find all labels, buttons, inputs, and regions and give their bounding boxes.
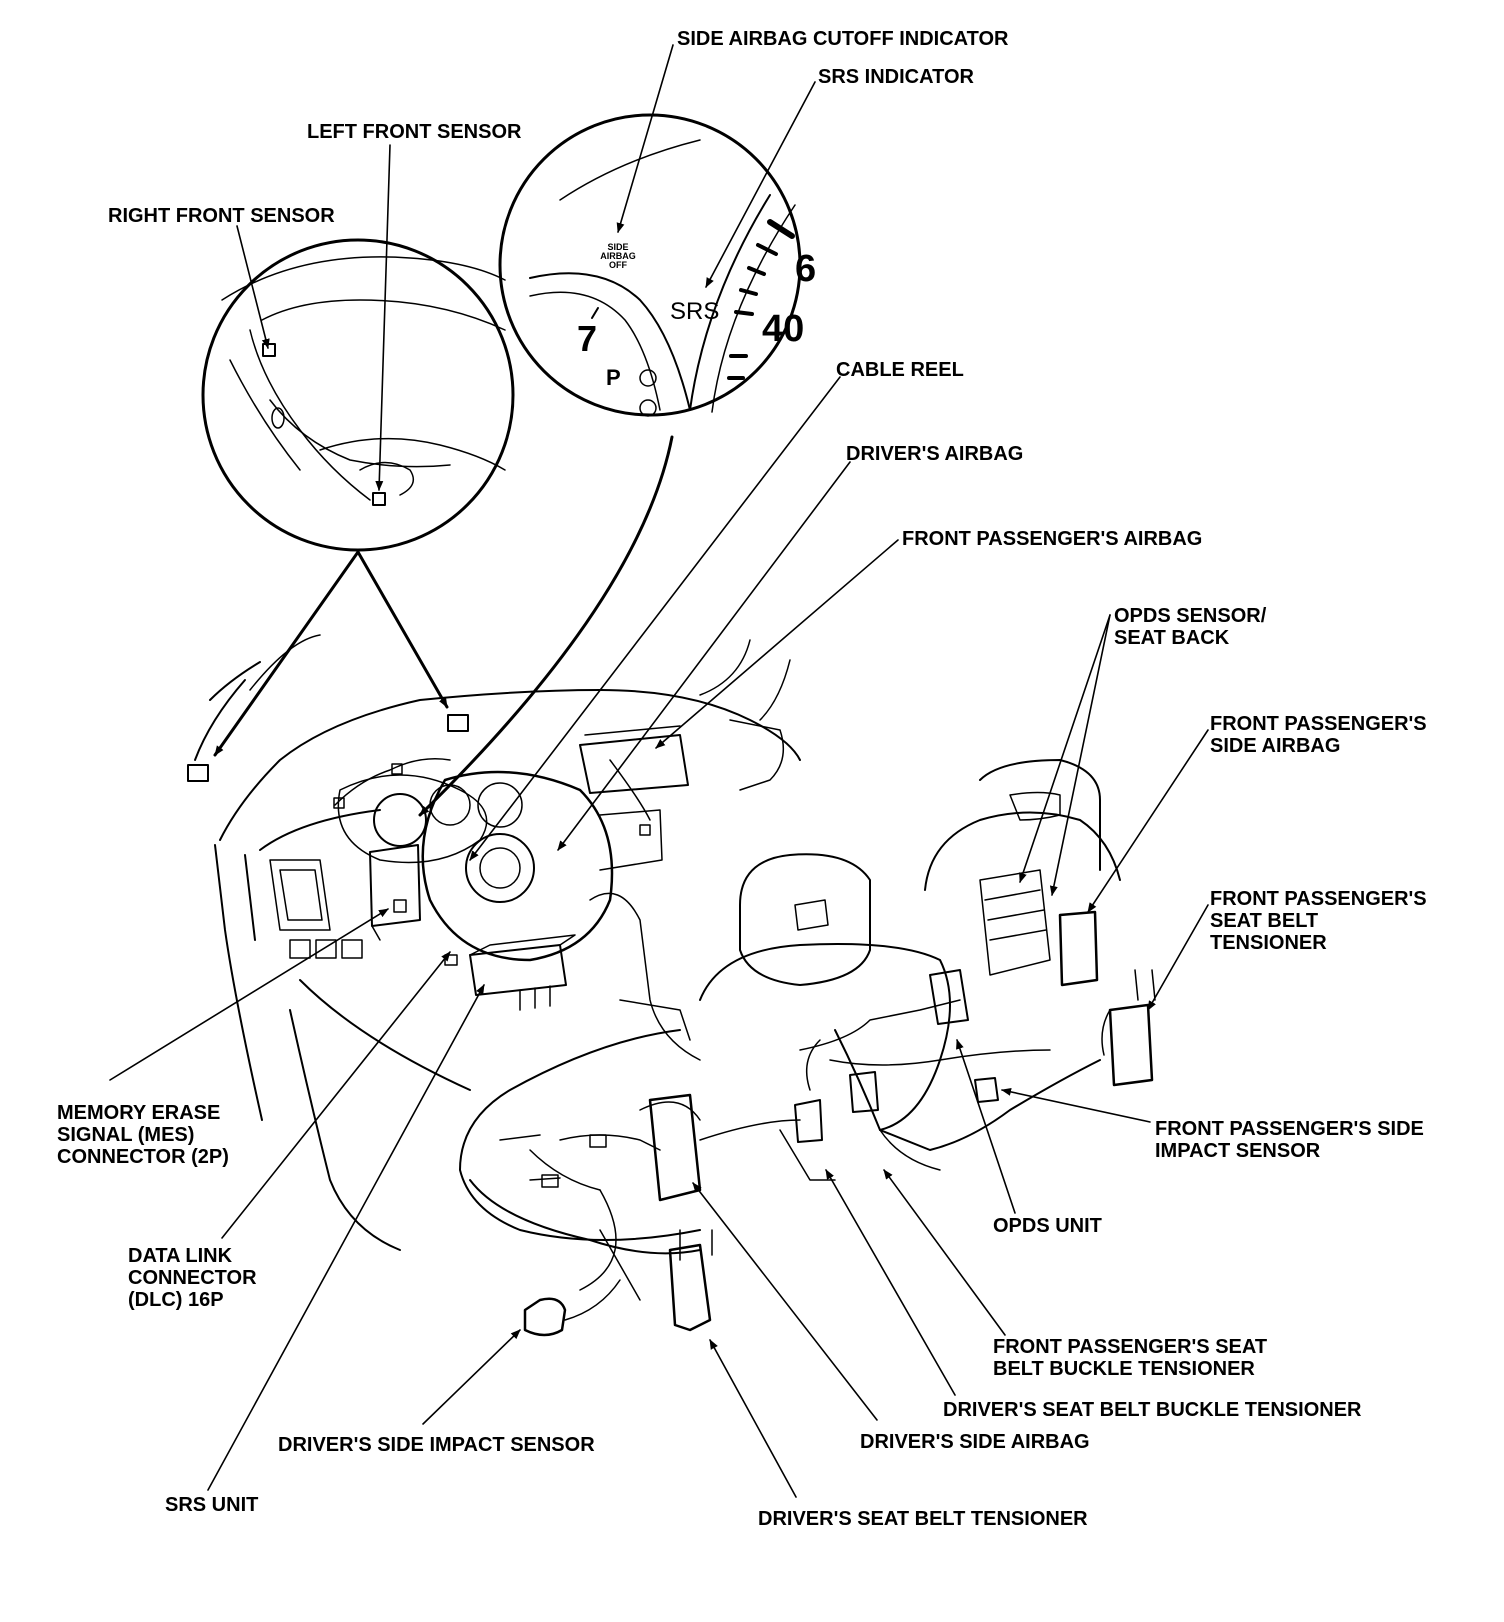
label-fp-sbt-line3: TENSIONER: [1210, 932, 1327, 954]
gauge-side-text: SIDE: [607, 242, 629, 252]
label-left-front-sensor: LEFT FRONT SENSOR: [307, 121, 522, 143]
label-front-passengers-side-airbag: FRONT PASSENGER'S SIDE AIRBAG: [1210, 713, 1427, 757]
gauge-tach-7: 7: [577, 318, 598, 359]
label-fp-side-airbag-line1: FRONT PASSENGER'S: [1210, 713, 1427, 735]
label-opds-sensor-line2: SEAT BACK: [1114, 627, 1230, 649]
label-right-front-sensor: RIGHT FRONT SENSOR: [108, 205, 335, 227]
label-cable-reel: CABLE REEL: [836, 359, 964, 381]
label-opds-sensor-line1: OPDS SENSOR/: [1114, 605, 1267, 627]
label-dlc-line3: (DLC) 16P: [128, 1289, 224, 1311]
label-memory-erase-signal-connector: MEMORY ERASE SIGNAL (MES) CONNECTOR (2P): [57, 1102, 229, 1168]
label-front-passengers-side-impact-sensor: FRONT PASSENGER'S SIDE IMPACT SENSOR: [1155, 1118, 1424, 1162]
leader-lines: [109, 44, 1209, 1498]
label-fp-sbt-line2: SEAT BELT: [1210, 910, 1319, 932]
gauge-tach-6: 6: [795, 248, 817, 290]
label-drivers-airbag: DRIVER'S AIRBAG: [846, 443, 1024, 465]
label-opds-unit: OPDS UNIT: [993, 1215, 1102, 1237]
label-srs-indicator: SRS INDICATOR: [818, 66, 974, 88]
label-mes-line1: MEMORY ERASE: [57, 1102, 221, 1124]
gauge-side-airbag-off-text: SIDE AIRBAG OFF: [598, 243, 638, 270]
label-data-link-connector: DATA LINK CONNECTOR (DLC) 16P: [128, 1245, 257, 1311]
label-front-passengers-airbag: FRONT PASSENGER'S AIRBAG: [902, 528, 1203, 550]
label-opds-sensor-seat-back: OPDS SENSOR/ SEAT BACK: [1114, 605, 1266, 649]
gauge-speed-40: 40: [762, 308, 805, 350]
label-dlc-line2: CONNECTOR: [128, 1267, 257, 1289]
gauge-gear-p: P: [606, 365, 621, 390]
label-fp-bbt-line1: FRONT PASSENGER'S SEAT: [993, 1336, 1268, 1358]
label-front-passengers-seat-belt-tensioner: FRONT PASSENGER'S SEAT BELT TENSIONER: [1210, 888, 1427, 954]
label-fp-sbt-line1: FRONT PASSENGER'S: [1210, 888, 1427, 910]
label-drivers-seat-belt-buckle-tensioner: DRIVER'S SEAT BELT BUCKLE TENSIONER: [943, 1399, 1362, 1421]
label-mes-line3: CONNECTOR (2P): [57, 1146, 229, 1168]
seats-drawing: [459, 759, 1156, 1337]
label-drivers-side-airbag: DRIVER'S SIDE AIRBAG: [860, 1431, 1090, 1453]
gauge-off-text: OFF: [609, 260, 627, 270]
label-fp-sis-line1: FRONT PASSENGER'S SIDE: [1155, 1118, 1424, 1140]
label-side-airbag-cutoff-indicator: SIDE AIRBAG CUTOFF INDICATOR: [677, 28, 1009, 50]
label-dlc-line1: DATA LINK: [128, 1245, 233, 1267]
label-drivers-seat-belt-tensioner: DRIVER'S SEAT BELT TENSIONER: [758, 1508, 1088, 1530]
label-fp-sis-line2: IMPACT SENSOR: [1155, 1140, 1321, 1162]
label-fp-side-airbag-line2: SIDE AIRBAG: [1210, 735, 1341, 757]
dashboard-drawing: [187, 634, 801, 1251]
gauge-airbag-text: AIRBAG: [600, 251, 636, 261]
label-srs-unit: SRS UNIT: [165, 1494, 259, 1516]
gauge-inset: [498, 113, 802, 417]
gauge-srs-text: SRS: [670, 298, 720, 325]
label-mes-line2: SIGNAL (MES): [57, 1124, 195, 1146]
label-fp-bbt-line2: BELT BUCKLE TENSIONER: [993, 1358, 1255, 1380]
label-front-passengers-buckle-tensioner: FRONT PASSENGER'S SEAT BELT BUCKLE TENSI…: [993, 1336, 1267, 1380]
label-drivers-side-impact-sensor: DRIVER'S SIDE IMPACT SENSOR: [278, 1434, 595, 1456]
front-sensors-inset: [201, 238, 515, 552]
